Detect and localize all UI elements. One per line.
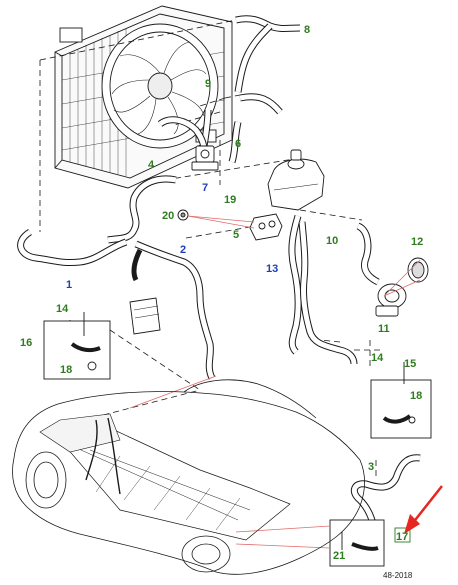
part-label-8: 8	[304, 24, 310, 36]
part-label-5: 5	[233, 229, 239, 241]
part-label-17: 17	[396, 531, 408, 543]
coolant-valve	[191, 145, 219, 171]
drawing-code: 48-2018	[383, 571, 413, 580]
part-label-18a: 18	[60, 364, 72, 376]
part-label-20: 20	[162, 210, 174, 222]
radiator-assembly	[54, 5, 233, 189]
junction-block	[249, 213, 283, 241]
part-label-1: 1	[66, 279, 72, 291]
part-label-19: 19	[224, 194, 236, 206]
detail-box-15	[370, 362, 432, 439]
part-label-2: 2	[180, 244, 186, 256]
red-pointer-arrow	[404, 485, 443, 534]
part-label-4: 4	[148, 159, 155, 171]
part-label-16: 16	[20, 337, 32, 349]
part-label-21: 21	[333, 550, 345, 562]
part-label-3: 3	[368, 461, 374, 473]
part-label-6: 6	[235, 138, 241, 150]
electric-coolant-pump	[375, 257, 429, 317]
part-label-14b: 14	[371, 352, 384, 364]
part-label-15: 15	[404, 358, 416, 370]
part-label-7: 7	[202, 182, 208, 194]
battery-pack-small	[129, 297, 161, 335]
part-label-13: 13	[266, 263, 278, 275]
part-label-18b: 18	[410, 390, 422, 402]
part-label-9: 9	[205, 78, 211, 90]
hose-network	[17, 15, 421, 529]
bleed-screw	[177, 209, 189, 221]
part-label-11: 11	[378, 323, 390, 335]
dashed-leaders	[39, 19, 380, 480]
car-wireframe	[12, 379, 365, 575]
part-label-10: 10	[326, 235, 338, 247]
expansion-tank	[267, 149, 325, 211]
part-label-12: 12	[411, 236, 423, 248]
detail-box-16	[43, 312, 111, 380]
part-label-14a: 14	[56, 303, 69, 315]
detail-box-17	[329, 519, 411, 567]
